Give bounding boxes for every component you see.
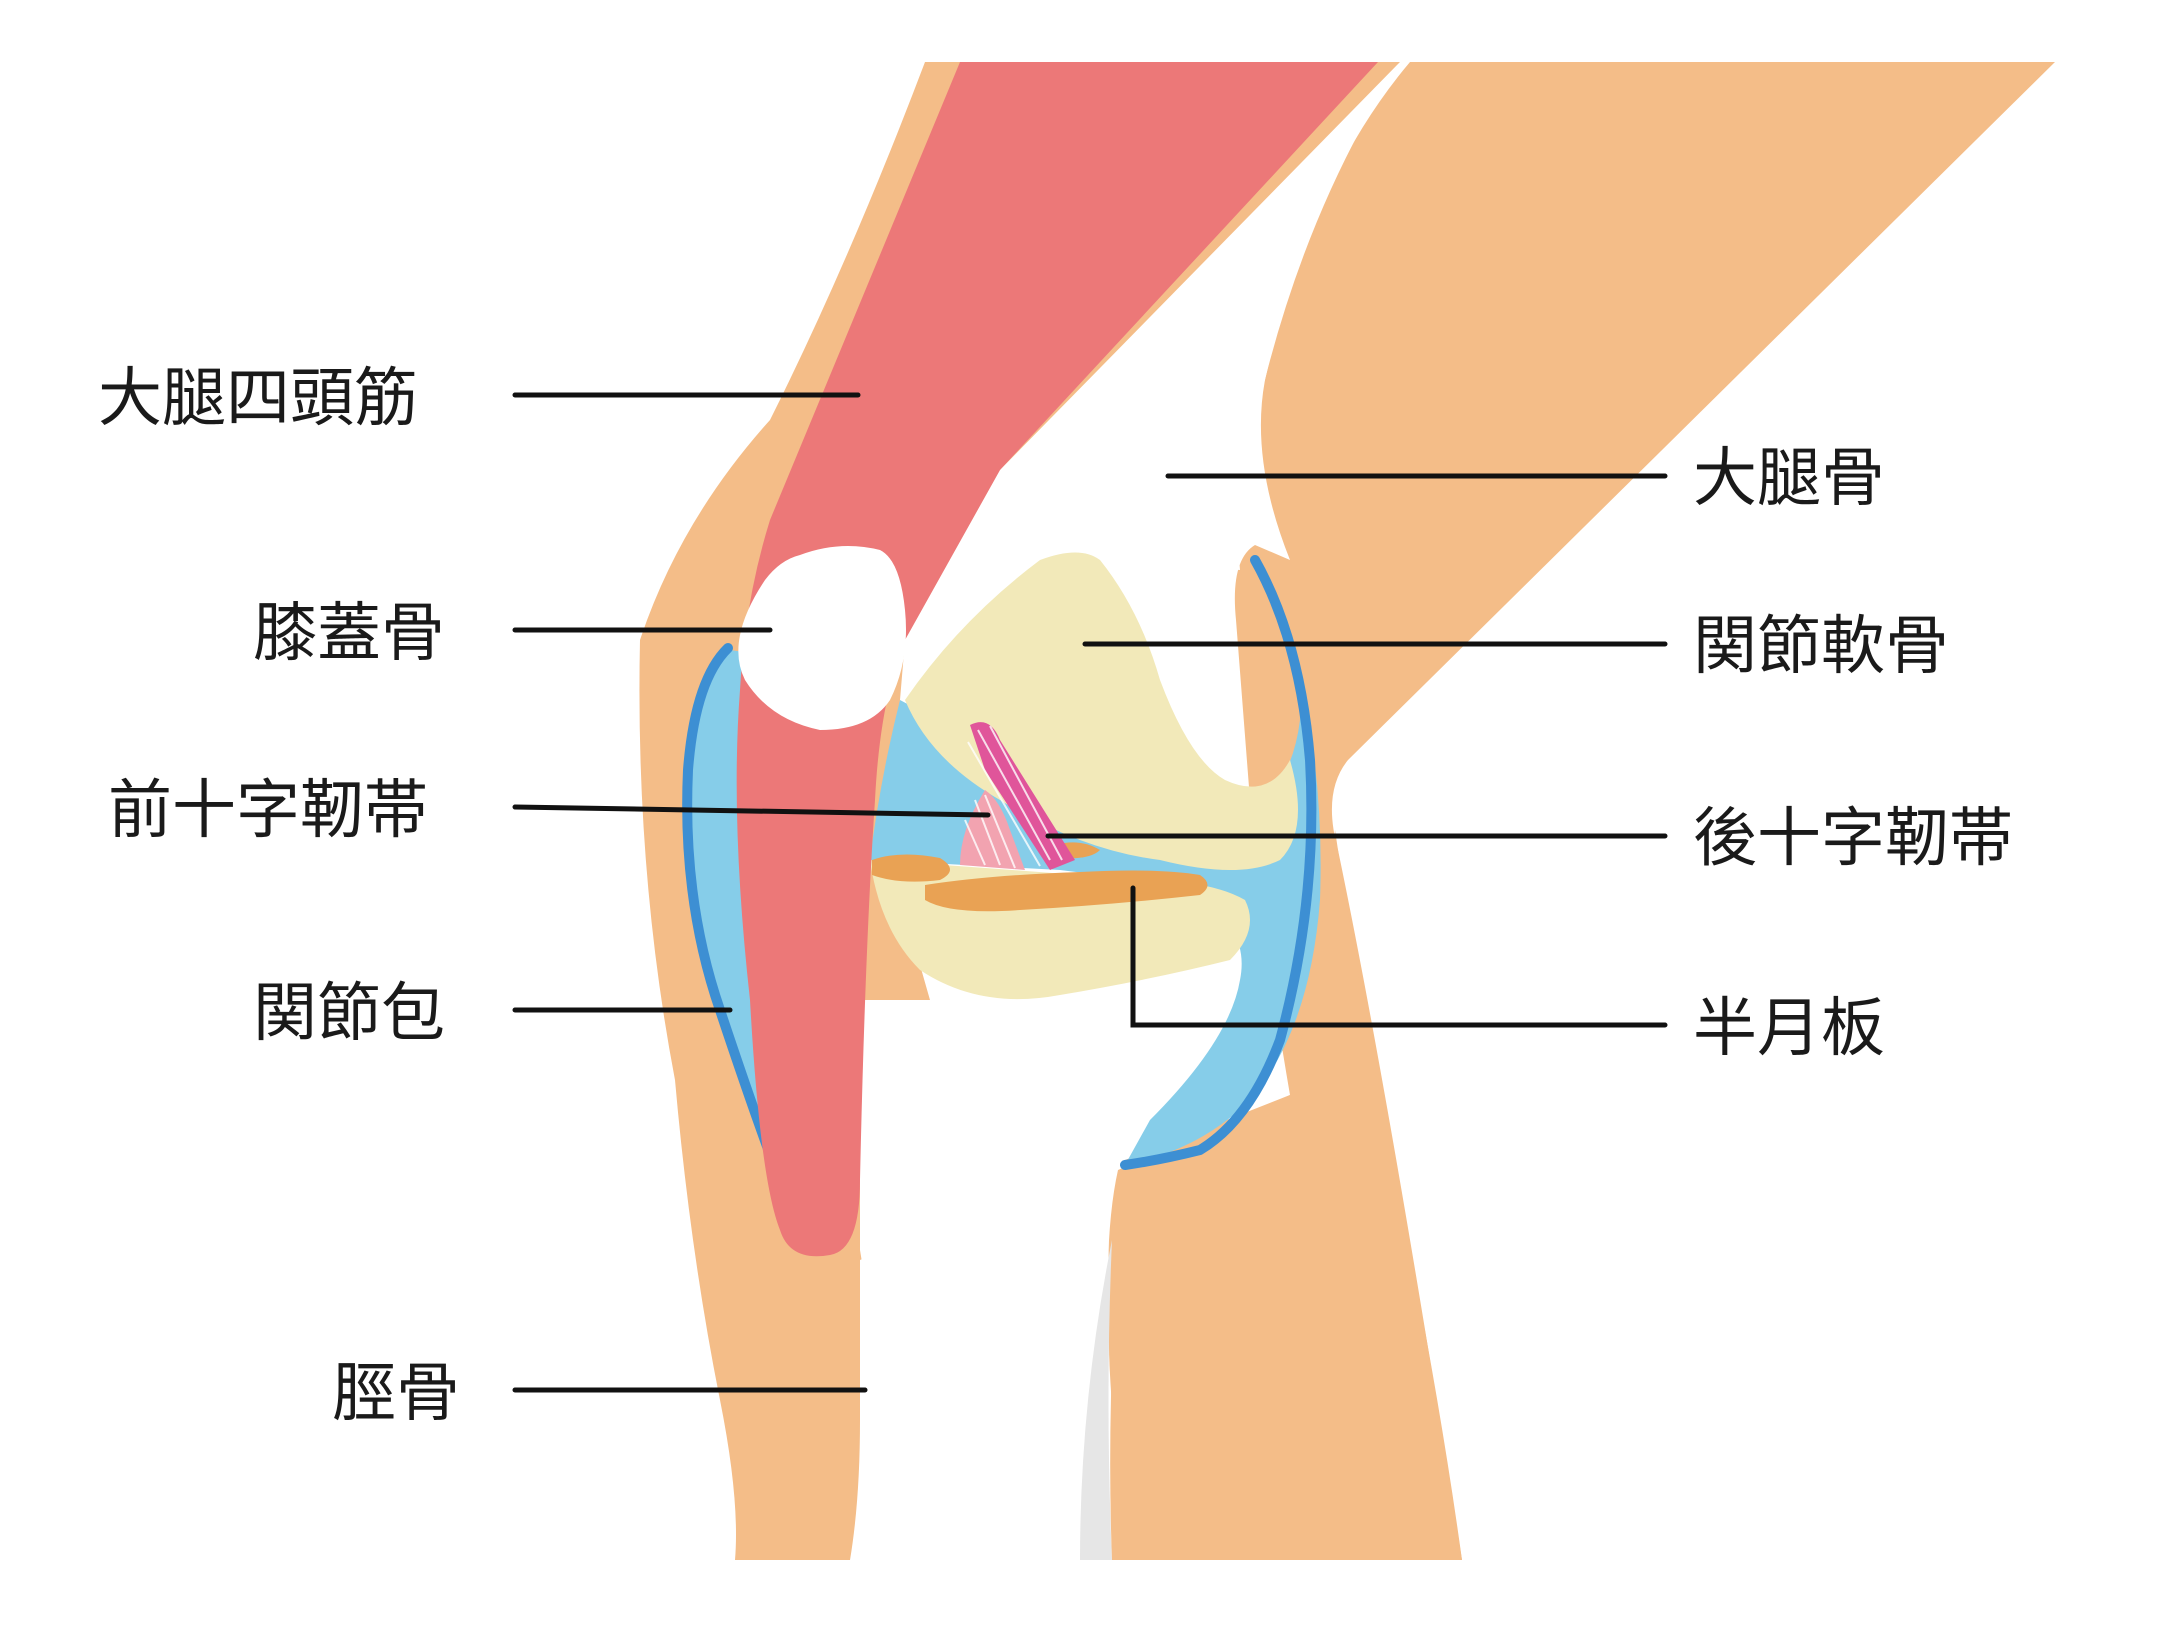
label-acl: 前十字靭帯 bbox=[108, 774, 428, 848]
popliteal-space bbox=[905, 95, 1380, 720]
leader-meniscus bbox=[1130, 885, 1668, 1028]
patella bbox=[738, 546, 906, 730]
capsule-line-back bbox=[1120, 555, 1317, 1170]
label-quadriceps: 大腿四頭筋 bbox=[98, 362, 418, 436]
shin-gap bbox=[860, 1000, 1120, 1560]
meniscus-main bbox=[925, 870, 1208, 912]
label-meniscus: 半月板 bbox=[1693, 992, 1885, 1066]
label-capsule: 関節包 bbox=[253, 977, 445, 1051]
ligament-stripes bbox=[964, 725, 1063, 869]
label-patella: 膝蓋骨 bbox=[253, 597, 445, 671]
label-pcl: 後十字靭帯 bbox=[1693, 802, 2013, 876]
label-femur: 大腿骨 bbox=[1693, 442, 1885, 516]
fibula bbox=[1080, 1240, 1112, 1560]
leader-acl bbox=[512, 804, 991, 818]
label-tibia: 脛骨 bbox=[332, 1357, 460, 1431]
label-cartilage: 関節軟骨 bbox=[1693, 610, 1949, 684]
pcl-ligament bbox=[970, 722, 1075, 870]
capsule-line-front bbox=[682, 643, 777, 1165]
meniscus-front bbox=[872, 854, 950, 882]
synovial-fluid-joint bbox=[870, 562, 1321, 1165]
tibia-shape bbox=[1110, 830, 1462, 1560]
quadriceps-muscle bbox=[736, 62, 1378, 1257]
acl-ligament bbox=[960, 790, 1025, 870]
